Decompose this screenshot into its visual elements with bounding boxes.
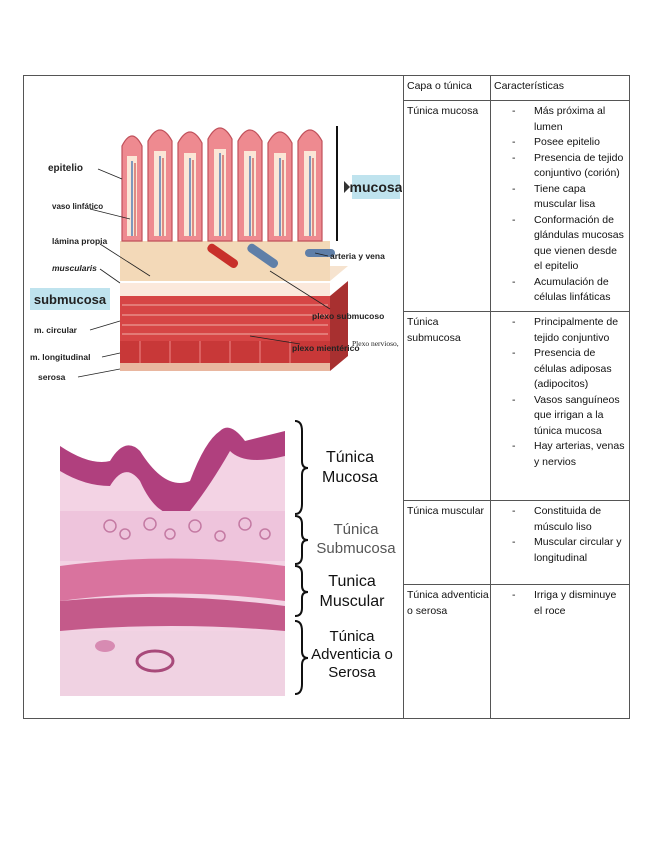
features-mucosa: Más próxima al lumen Posee epitelio Pres… — [498, 104, 626, 306]
layer-muscular: Túnica muscular — [407, 505, 485, 517]
column-divider — [490, 76, 491, 718]
layer-adventicia: Túnica adventicia o serosa — [407, 589, 489, 617]
features-adventicia: Irriga y disminuye el roce — [498, 588, 626, 619]
header-features: Características — [494, 80, 565, 92]
list-item: Presencia de células adiposas (adipocito… — [498, 346, 626, 393]
features-muscular: Constituida de músculo liso Muscular cir… — [498, 504, 626, 566]
list-item: Constituida de músculo liso — [498, 504, 626, 535]
label-epitelio: epitelio — [48, 163, 83, 174]
list-item: Vasos sanguíneos que irrigan a la túnica… — [498, 393, 626, 440]
list-item: Irriga y disminuye el roce — [498, 588, 626, 619]
list-item: Muscular circular y longitudinal — [498, 535, 626, 566]
label-serosa: serosa — [38, 372, 66, 382]
list-item: Tiene capa muscular lisa — [498, 182, 626, 213]
row-divider — [403, 311, 629, 312]
layer-mucosa: Túnica mucosa — [407, 105, 479, 117]
label-vaso-linfatico: vaso linfático — [52, 202, 103, 211]
list-item: Principalmente de tejido conjuntivo — [498, 315, 626, 346]
layer-submucosa: Túnica submucosa — [407, 316, 461, 344]
list-item: Hay arterias, venas y nervios — [498, 439, 626, 470]
row-divider — [403, 584, 629, 585]
column-divider — [403, 76, 404, 718]
label-submucosa: submucosa — [34, 292, 107, 307]
label-arteria-vena: arteria y vena — [330, 251, 385, 261]
label-m-longitudinal: m. longitudinal — [30, 352, 90, 362]
label-plexo-mienterico: plexo mientérico — [292, 343, 360, 353]
tunics-table: Capa o túnica Características Túnica muc… — [23, 75, 630, 719]
label-m-circular: m. circular — [34, 325, 78, 335]
row-divider — [403, 500, 629, 501]
header-layer: Capa o túnica — [407, 80, 472, 92]
list-item: Conformación de glándulas mucosas que vi… — [498, 213, 626, 275]
label-plexo-nervioso: Plexo nervioso, — [352, 339, 399, 348]
list-item: Más próxima al lumen — [498, 104, 626, 135]
list-item: Acumulación de células linfáticas — [498, 275, 626, 306]
label-lamina-propia: lámina propia — [52, 236, 108, 246]
list-item: Presencia de tejido conjuntivo (corión) — [498, 151, 626, 182]
label-plexo-submucoso: plexo submucoso — [312, 311, 384, 321]
intestine-wall-drawing: mucosa submucosa epitelio vaso linfático… — [30, 126, 402, 382]
label-muscularis: muscularis — [52, 263, 97, 273]
row-divider — [403, 100, 629, 101]
features-submucosa: Principalmente de tejido conjuntivo Pres… — [498, 315, 626, 470]
list-item: Posee epitelio — [498, 135, 626, 151]
label-mucosa: mucosa — [350, 179, 402, 195]
